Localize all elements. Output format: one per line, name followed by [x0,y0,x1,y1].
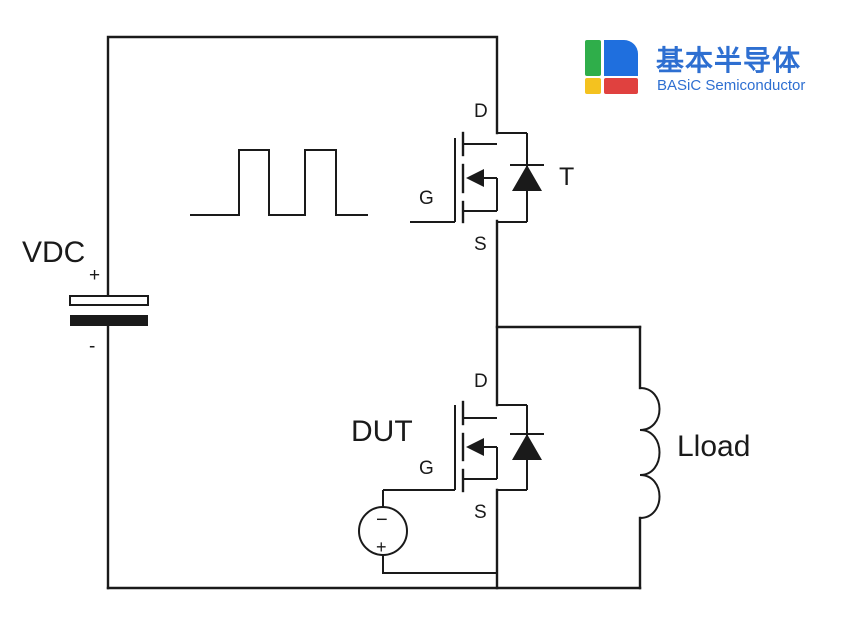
dut-mosfet: D G S DUT [351,371,544,523]
vdc-label: VDC [22,236,85,269]
gate-drive-source: − + [358,490,497,574]
gate-source-minus: − [376,509,388,531]
basic-logo: 基本半导体 BASiC Semiconductor [585,40,805,94]
main-wiring [106,35,642,590]
load-inductor: Lload [639,387,750,519]
top-gate-label: G [419,188,434,209]
top-source-label: S [474,234,487,255]
inductor-coil [639,387,661,519]
logo-name-en: BASiC Semiconductor [657,77,805,94]
gate-source-plus: + [376,537,387,557]
vdc-plus-label: + [89,265,100,286]
dut-drain-label: D [474,371,488,392]
logo-block-green [585,40,601,76]
dut-diode [512,434,542,460]
dut-body-arrow [466,438,484,456]
top-body-arrow [466,169,484,187]
vdc-minus-label: - [89,336,95,357]
logo-block-blue [604,40,638,76]
top-mosfet: D G S T [410,101,574,255]
dut-gate-label: G [419,458,434,479]
logo-name-cn: 基本半导体 [656,44,801,77]
logo-block-red [604,78,638,94]
capacitor-plate-positive [69,295,149,306]
load-label: Lload [677,430,750,463]
dc-source: VDC + - [22,236,149,357]
top-switch-label: T [559,163,574,191]
top-diode [512,165,542,191]
logo-block-yellow [585,78,601,94]
capacitor-plate-negative [70,315,148,326]
dut-source-label: S [474,502,487,523]
dut-label: DUT [351,415,413,448]
top-drain-label: D [474,101,488,122]
double-pulse-waveform [190,149,368,216]
